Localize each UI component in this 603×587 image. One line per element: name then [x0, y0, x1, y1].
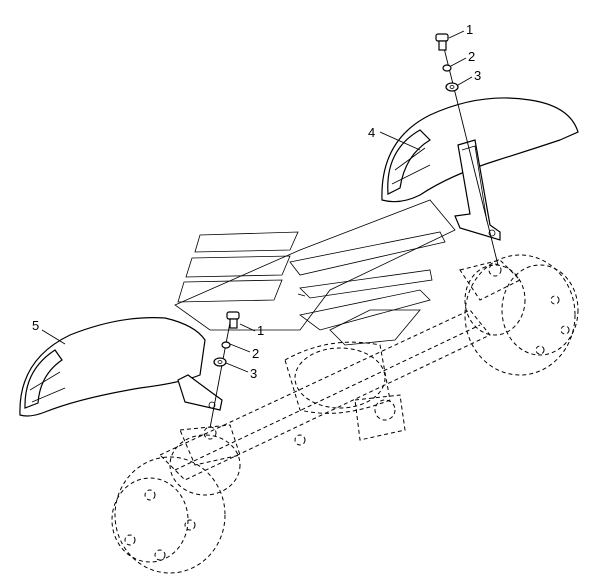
callout-labels: 1 2 3 4 5 1 2 3	[32, 22, 481, 381]
fender-right	[381, 97, 579, 241]
callout-lock-washer-top: 2	[468, 49, 475, 64]
bolt-icon	[226, 311, 240, 329]
callout-lock-washer-left: 2	[252, 346, 259, 361]
flat-washer-icon	[213, 357, 227, 367]
callout-fender-left: 5	[32, 318, 39, 333]
fastener-stack-left	[209, 311, 240, 429]
lock-washer-icon	[221, 341, 231, 349]
callout-bolt-left: 1	[257, 323, 264, 338]
flat-washer-icon	[445, 82, 459, 92]
fender-left	[19, 317, 223, 417]
hood-outline	[174, 199, 456, 346]
lock-washer-icon	[442, 64, 452, 72]
callout-leaders	[41, 30, 473, 373]
callout-flat-washer-left: 3	[250, 366, 257, 381]
bolt-icon	[435, 33, 449, 51]
callout-fender-right: 4	[368, 125, 375, 140]
fastener-stack-top	[435, 33, 499, 266]
callout-bolt-top: 1	[466, 22, 473, 37]
front-axle	[111, 254, 579, 574]
callout-flat-washer-top: 3	[474, 68, 481, 83]
